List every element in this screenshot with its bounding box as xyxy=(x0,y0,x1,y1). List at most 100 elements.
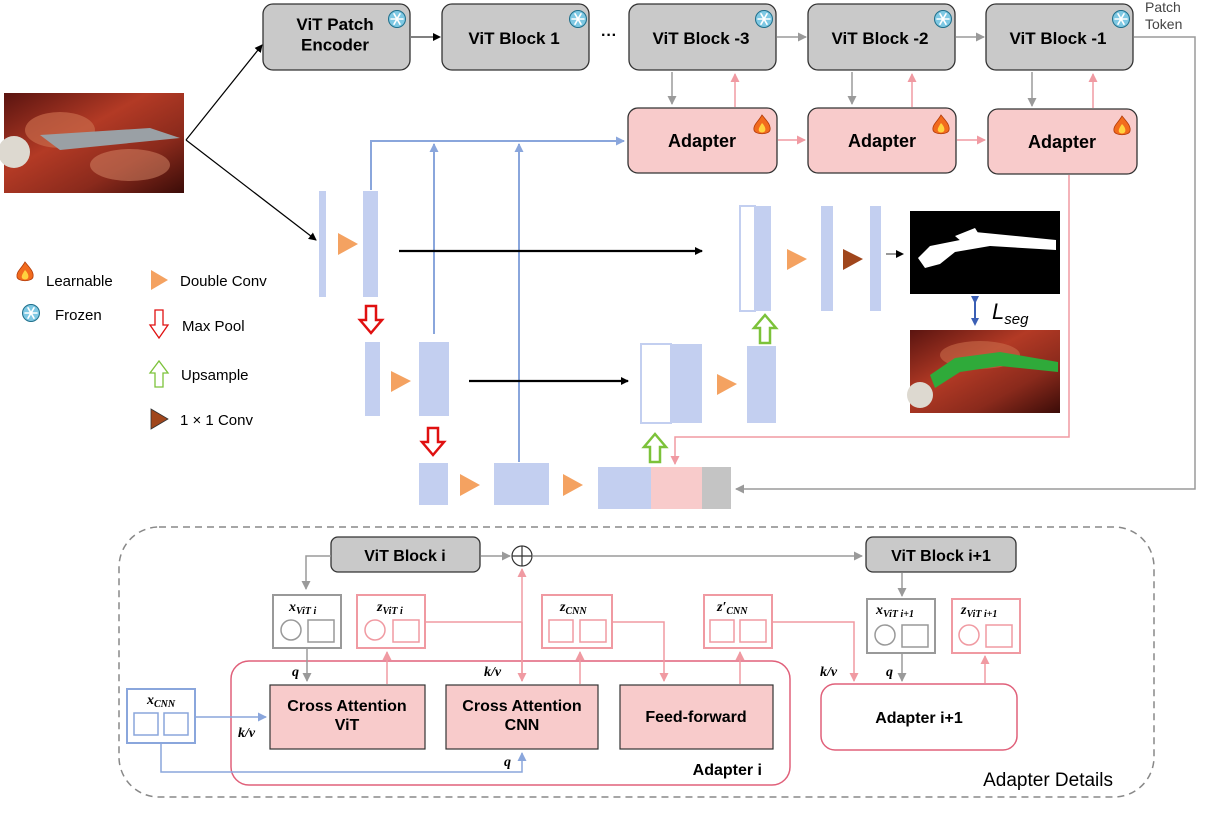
upsample-arrow xyxy=(641,432,669,464)
token-box-x-cnn: xCNN xyxy=(126,688,196,744)
adapter-details-title: Adapter Details xyxy=(983,770,1113,791)
legend-frozen-label: Frozen xyxy=(55,307,102,324)
double-conv-icon xyxy=(151,270,168,290)
q-label: q xyxy=(886,665,893,680)
double-conv-arrow xyxy=(787,249,807,270)
frozen-icon xyxy=(755,10,773,28)
vit-block-minus-2-label: ViT Block -2 xyxy=(832,29,929,48)
bottleneck-concat xyxy=(598,467,731,509)
max-pool-icon xyxy=(148,309,170,340)
vit-block-minus-1-label: ViT Block -1 xyxy=(1010,29,1107,48)
feature-map xyxy=(671,344,702,423)
ground-truth-overlay-image xyxy=(907,330,1060,413)
double-conv-arrow xyxy=(563,474,583,496)
feature-map xyxy=(365,342,380,416)
segmentation-mask-output xyxy=(910,211,1060,294)
ellipsis: ··· xyxy=(601,27,617,44)
loss-label: Lseg xyxy=(992,299,1029,328)
svg-text:xCNN: xCNN xyxy=(146,693,176,710)
vit-block-minus-3: ViT Block -3 xyxy=(628,3,777,71)
feature-map xyxy=(494,463,549,505)
adapter-1-label: Adapter xyxy=(668,131,736,151)
adapter-3: Adapter xyxy=(987,108,1138,175)
feature-map xyxy=(419,463,448,505)
adapter-2-label: Adapter xyxy=(848,131,916,151)
kv-label: k/v xyxy=(820,665,838,680)
vit-block-minus-2: ViT Block -2 xyxy=(807,3,956,71)
upsample-arrow xyxy=(751,313,779,345)
double-conv-arrow xyxy=(460,474,480,496)
vit-block-i-label: ViT Block i xyxy=(364,548,446,565)
feature-map xyxy=(419,342,449,416)
svg-text:xViT i: xViT i xyxy=(288,600,317,617)
double-conv-arrow xyxy=(391,371,411,392)
svg-text:z′CNN: z′CNN xyxy=(716,600,748,617)
adapter-i-panel xyxy=(230,660,791,786)
learnable-icon xyxy=(1113,115,1131,136)
feature-map xyxy=(640,343,672,424)
feature-map xyxy=(363,191,378,297)
conv-1x1-arrow xyxy=(843,249,863,270)
legend-conv1x1-label: 1 × 1 Conv xyxy=(180,412,253,429)
legend-upsample-label: Upsample xyxy=(181,367,249,384)
feature-map xyxy=(319,191,326,297)
double-conv-arrow xyxy=(338,233,358,255)
feature-map xyxy=(755,206,771,311)
vit-block-1-label: ViT Block 1 xyxy=(468,29,559,48)
frozen-icon xyxy=(388,10,406,28)
feature-map xyxy=(747,346,776,423)
max-pool-arrow xyxy=(357,304,385,335)
feature-map xyxy=(739,205,756,312)
learnable-icon xyxy=(932,114,950,135)
upsample-icon xyxy=(148,359,170,388)
vit-block-minus-3-label: ViT Block -3 xyxy=(653,29,750,48)
legend-double-conv-label: Double Conv xyxy=(180,273,267,290)
frozen-icon xyxy=(934,10,952,28)
learnable-icon xyxy=(753,114,771,135)
vit-block-minus-1: ViT Block -1 xyxy=(985,3,1134,71)
token-box-z-prime-cnn: z′CNN xyxy=(703,594,773,649)
token-box-z-vit-i: zViT i xyxy=(356,594,426,649)
learnable-icon xyxy=(16,261,34,282)
vit-block-1: ViT Block 1 xyxy=(441,3,590,71)
frozen-icon xyxy=(1112,10,1130,28)
vit-block-i-plus-1-label: ViT Block i+1 xyxy=(891,548,991,565)
token-box-z-cnn: zCNN xyxy=(541,594,613,649)
adapter-1: Adapter xyxy=(627,107,778,174)
max-pool-arrow xyxy=(419,426,447,457)
legend-learnable-label: Learnable xyxy=(46,273,113,290)
kv-label: k/v xyxy=(484,665,502,680)
legend-max-pool-label: Max Pool xyxy=(182,318,245,335)
double-conv-arrow xyxy=(717,374,737,395)
conv-1x1-icon xyxy=(150,408,169,430)
svg-text:zViT i: zViT i xyxy=(376,600,403,617)
q-label: q xyxy=(292,665,299,680)
token-box-x-vit-i-plus-1: xViT i+1 xyxy=(866,598,936,654)
svg-text:zViT i+1: zViT i+1 xyxy=(960,603,997,620)
add-operator xyxy=(511,545,533,567)
token-box-x-vit-i: xViT i xyxy=(272,594,342,649)
vit-block-i: ViT Block i xyxy=(330,536,481,573)
frozen-icon xyxy=(569,10,587,28)
adapter-i-label: Adapter i xyxy=(693,762,762,779)
feed-forward: Feed-forward xyxy=(619,684,774,750)
feature-map xyxy=(870,206,881,311)
frozen-icon xyxy=(22,304,40,322)
feature-map xyxy=(821,206,833,311)
vit-block-i-plus-1: ViT Block i+1 xyxy=(865,536,1017,573)
input-surgical-image xyxy=(0,93,184,193)
svg-text:xViT i+1: xViT i+1 xyxy=(875,603,914,620)
adapter-i-plus-1-label: Adapter i+1 xyxy=(875,710,963,727)
legend: Learnable Frozen Double Conv Max Pool Up… xyxy=(16,261,267,430)
adapter-2: Adapter xyxy=(807,107,957,174)
adapter-3-label: Adapter xyxy=(1028,132,1096,152)
q-label: q xyxy=(504,755,511,770)
